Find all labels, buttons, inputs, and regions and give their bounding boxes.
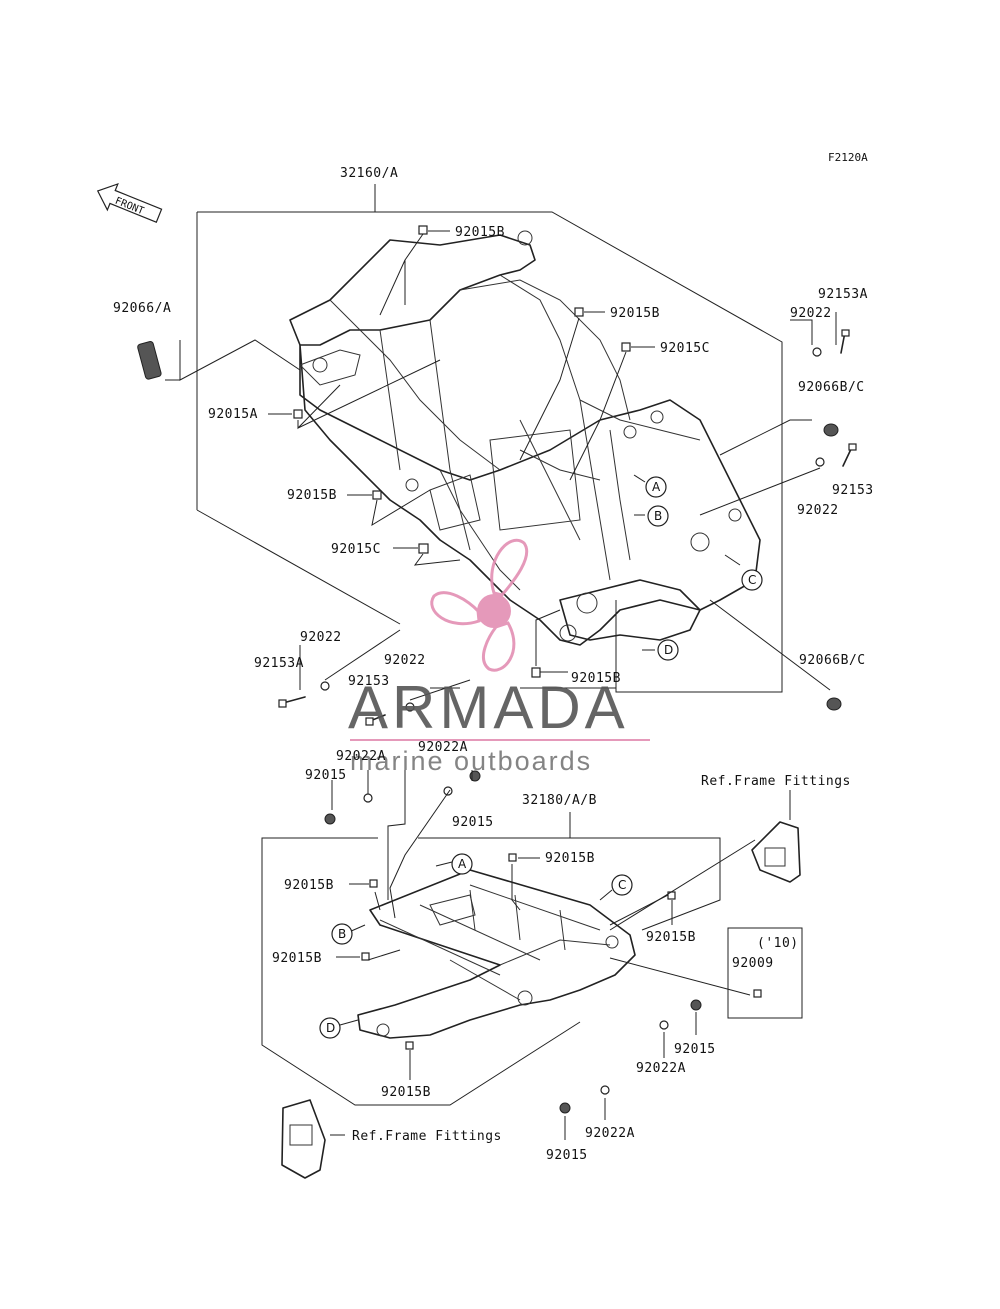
- watermark-logo: ARMADA marine outboards: [348, 539, 650, 776]
- svg-text:B: B: [654, 509, 662, 523]
- callout-92022-right-top: 92022: [790, 306, 832, 321]
- subframe-drawing: [357, 869, 636, 1039]
- callout-92015b-bottom: 92015B: [381, 1085, 431, 1100]
- callout-92015c-mid: 92015C: [660, 341, 710, 356]
- svg-text:C: C: [618, 878, 626, 892]
- callout-year-10: ('10): [757, 936, 799, 951]
- callout-92015-left: 92015: [305, 768, 347, 783]
- callout-92022-center-bottom: 92022: [384, 653, 426, 668]
- bolt-icon: [361, 853, 762, 1050]
- callout-92066bc-right-bottom: 92066B/C: [799, 653, 866, 668]
- callout-ref-frame-fittings-bottom: Ref.Frame Fittings: [352, 1129, 502, 1144]
- lower-frame-assembly: 32180/A/B: [261, 740, 851, 1179]
- bolt-icon: [621, 342, 631, 352]
- callout-92015-center: 92015: [452, 815, 494, 830]
- callout-92022-right-mid: 92022: [797, 503, 839, 518]
- ref-letter-c: C: [611, 874, 633, 896]
- callout-92066bc-right-top: 92066B/C: [798, 380, 865, 395]
- upper-assembly-number: 32160/A: [340, 166, 398, 181]
- ref-letter-a: A: [451, 853, 473, 875]
- svg-text:A: A: [458, 857, 467, 871]
- callout-92015c-left: 92015C: [331, 542, 381, 557]
- callout-92015b-bottom: 92015B: [571, 671, 621, 686]
- ref-letter-a: A: [645, 476, 667, 498]
- callout-92015-bottom: 92015: [546, 1148, 588, 1163]
- callout-92015b-mid: 92015B: [610, 306, 660, 321]
- lower-assembly-number: 32180/A/B: [522, 793, 597, 808]
- callout-92022-left-bottom: 92022: [300, 630, 342, 645]
- bolt-icon: [293, 409, 303, 419]
- ref-letter-b: B: [331, 923, 353, 945]
- callout-92015b-left: 92015B: [287, 488, 337, 503]
- callout-92066a: 92066/A: [113, 301, 171, 316]
- callout-ref-frame-fittings-top: Ref.Frame Fittings: [701, 774, 851, 789]
- upper-leader-lines: [165, 230, 837, 701]
- callout-92153a-left-bottom: 92153A: [254, 656, 304, 671]
- callout-92015b-left-top: 92015B: [284, 878, 334, 893]
- callout-92153a-right: 92153A: [818, 287, 868, 302]
- ref-letter-c: C: [741, 569, 763, 591]
- bolt-icon: [418, 225, 428, 235]
- callout-92015b-top: 92015B: [545, 851, 595, 866]
- main-frame-drawing: [289, 230, 761, 646]
- svg-text:B: B: [338, 927, 346, 941]
- bolt-icon: [574, 307, 584, 317]
- upper-frame-assembly: 32160/A: [113, 166, 874, 726]
- ref-letter-d: D: [657, 639, 679, 661]
- callout-92009: 92009: [732, 956, 774, 971]
- callout-92015b-left-mid: 92015B: [272, 951, 322, 966]
- callout-92015b-right: 92015B: [646, 930, 696, 945]
- svg-text:C: C: [748, 573, 756, 587]
- cap-nut-icon: [823, 423, 842, 711]
- callout-92022a-right: 92022A: [636, 1061, 686, 1076]
- bolt-icon: [418, 543, 429, 554]
- callout-92015b-top: 92015B: [455, 225, 505, 240]
- bumper-pad-icon: [137, 341, 162, 380]
- propeller-icon: [430, 539, 529, 672]
- long-bolt-icon: [812, 329, 857, 467]
- callout-92153-center-bottom: 92153: [348, 674, 390, 689]
- year-variant-box: [727, 927, 803, 1019]
- long-bolt-icon: [278, 681, 415, 726]
- callout-92022a-center: 92022A: [418, 740, 468, 755]
- bolt-icon: [372, 490, 382, 500]
- diagram-code: F2120A: [828, 151, 868, 164]
- frame-fitting-plate-icon: [281, 821, 801, 1179]
- watermark-brand: ARMADA: [348, 674, 629, 741]
- front-arrow-icon: FRONT: [96, 182, 163, 223]
- watermark-tagline: marine outboards: [350, 746, 592, 776]
- callout-92153-right: 92153: [832, 483, 874, 498]
- svg-text:D: D: [664, 643, 673, 657]
- ref-letter-b: B: [647, 505, 669, 527]
- svg-text:A: A: [652, 480, 661, 494]
- callout-92015-right: 92015: [674, 1042, 716, 1057]
- callout-92015a: 92015A: [208, 407, 258, 422]
- ref-letter-d: D: [319, 1017, 341, 1039]
- callout-92022a-left: 92022A: [336, 749, 386, 764]
- svg-text:D: D: [326, 1021, 335, 1035]
- callout-92022a-bottom: 92022A: [585, 1126, 635, 1141]
